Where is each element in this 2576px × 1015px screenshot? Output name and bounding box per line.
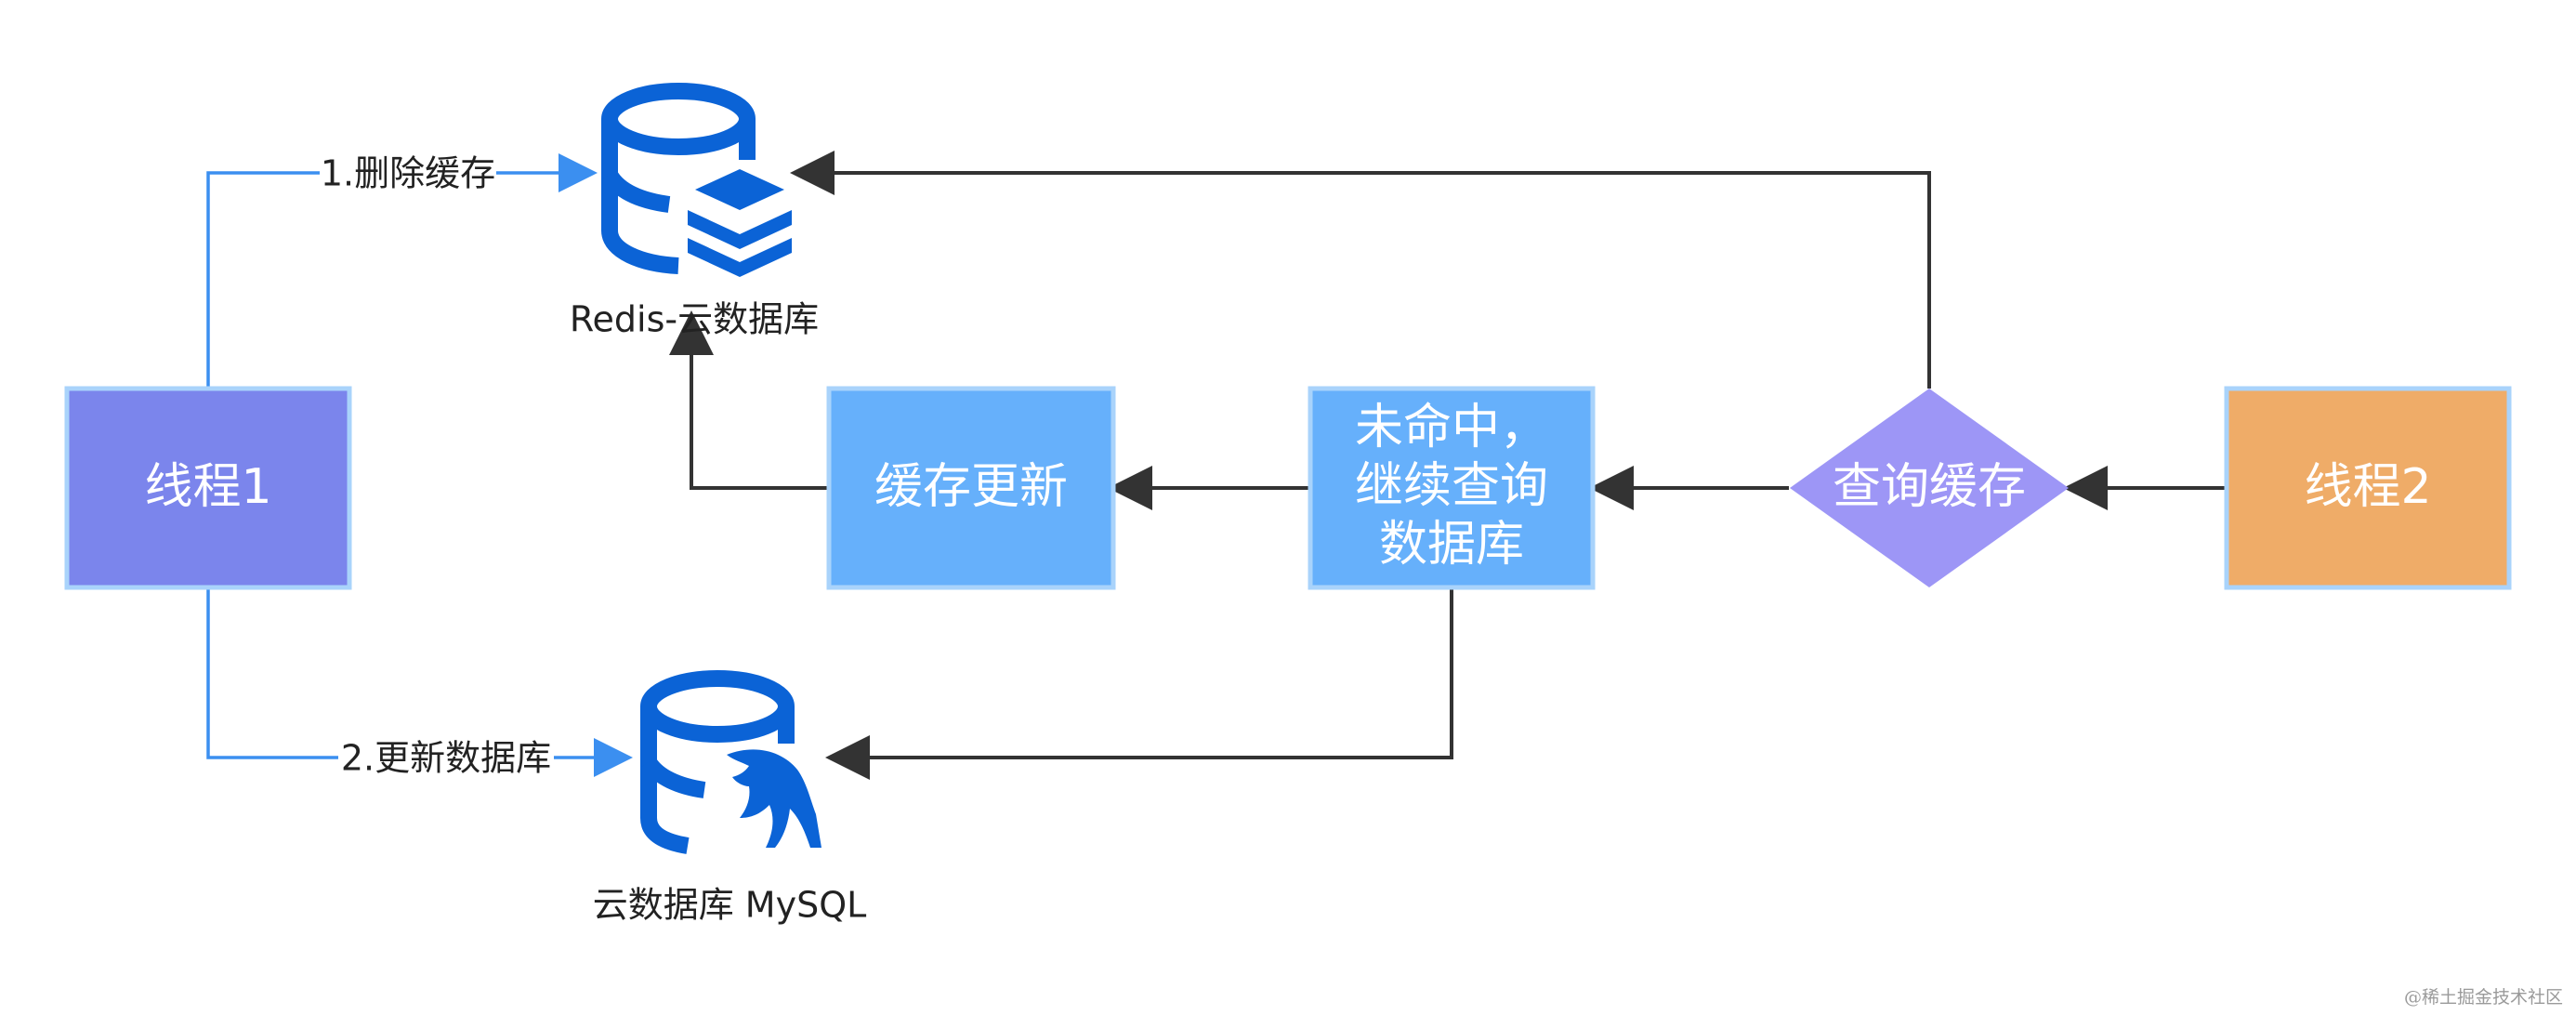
cache-miss-line-2: 继续查询 xyxy=(1355,458,1548,514)
dolphin-shape xyxy=(727,749,821,848)
watermark: @稀土掘金技术社区 xyxy=(2404,987,2563,1008)
query-cache-node: 查询缓存 xyxy=(1790,389,2069,587)
edge-label-update-db: 2.更新数据库 xyxy=(341,738,551,779)
thread1-label: 线程1 xyxy=(144,459,271,515)
thread2-label: 线程2 xyxy=(2304,459,2431,515)
thread1-node: 线程1 xyxy=(64,386,352,590)
redis-cloud-database-icon xyxy=(601,83,792,277)
edge-miss-to-mysql xyxy=(825,587,1453,780)
redis-label: Redis-云数据库 xyxy=(570,299,819,340)
edge-update-to-redis xyxy=(669,310,829,490)
edge-label-delete-cache: 1.删除缓存 xyxy=(321,153,495,194)
cache-update-node: 缓存更新 xyxy=(826,386,1116,590)
edge-labels: 1.删除缓存 2.更新数据库 xyxy=(320,153,554,779)
thread2-node: 线程2 xyxy=(2224,386,2512,590)
cache-miss-node: 未命中， 继续查询 数据库 xyxy=(1308,386,1596,590)
query-cache-label: 查询缓存 xyxy=(1833,459,2026,515)
edge-delete-cache xyxy=(206,153,598,389)
edge-update-db xyxy=(206,587,633,777)
edge-query-to-redis xyxy=(790,151,1931,389)
cache-update-label: 缓存更新 xyxy=(874,459,1068,515)
mysql-label: 云数据库 MySQL xyxy=(593,885,867,926)
cache-miss-line-1: 未命中， xyxy=(1355,400,1548,455)
cache-miss-line-3: 数据库 xyxy=(1379,517,1524,573)
mysql-cloud-database-icon xyxy=(640,670,821,854)
